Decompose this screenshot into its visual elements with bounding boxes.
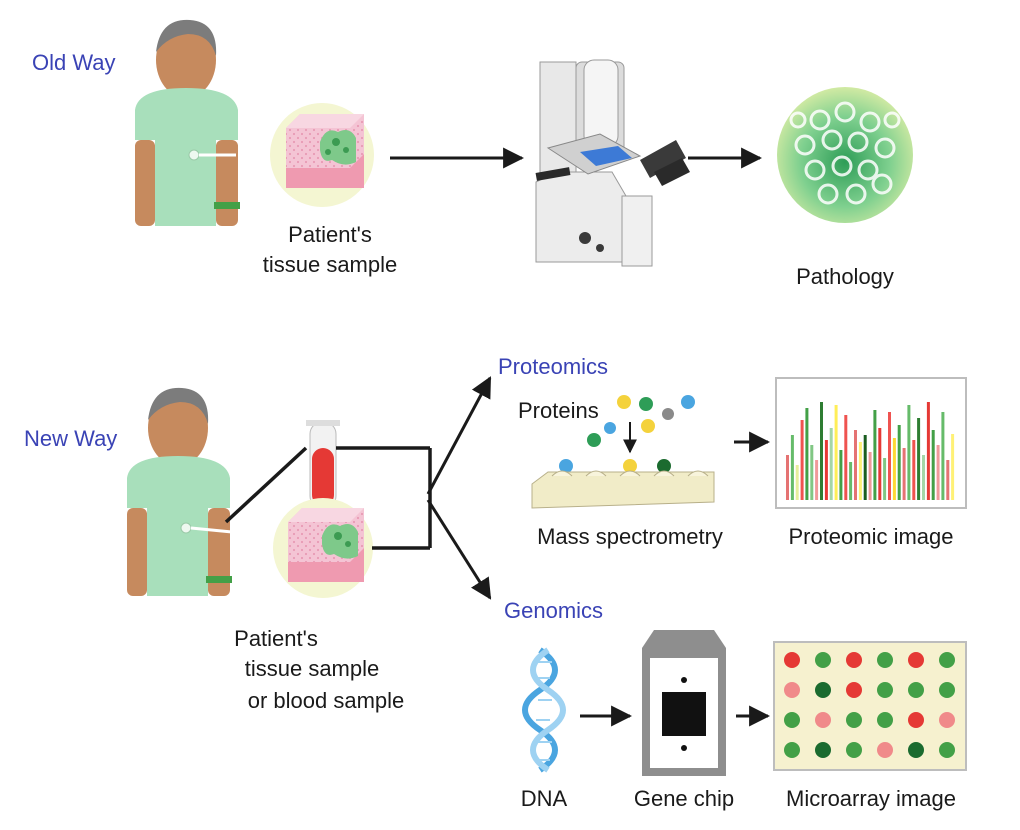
proteomic-bar: [863, 435, 867, 500]
old-sample-label-line2: tissue sample: [263, 252, 398, 277]
proteomic-bar: [936, 445, 940, 500]
microarray-spot: [877, 652, 893, 668]
blood-tube-icon: [306, 420, 340, 509]
proteomic-bar: [834, 405, 838, 500]
proteomic-bar: [824, 440, 828, 500]
proteomic-bar: [902, 448, 906, 500]
microarray-spot: [846, 712, 862, 728]
microarray-spot: [846, 682, 862, 698]
proteomic-bar: [839, 450, 843, 500]
pathology-image: [777, 87, 913, 223]
new-way-label: New Way: [24, 426, 117, 451]
microscope-icon: [535, 59, 690, 267]
proteomic-bar: [820, 402, 823, 500]
proteomic-bar: [907, 405, 911, 500]
microarray-spot: [939, 682, 955, 698]
protein-molecules: [559, 395, 695, 473]
tissue-sample-icon-old: [270, 103, 374, 207]
proteomic-bar: [829, 428, 833, 500]
proteomic-bar: [888, 412, 891, 500]
microarray-spot: [815, 742, 831, 758]
new-sample-label-line2: tissue sample: [245, 656, 380, 681]
proteomic-bar: [805, 408, 809, 500]
proteomic-bar: [951, 434, 955, 500]
proteomic-bar: [873, 410, 877, 500]
microarray-spot: [939, 652, 955, 668]
proteins-label: Proteins: [518, 398, 599, 423]
microarray-spot: [815, 682, 831, 698]
proteomic-bar: [931, 430, 935, 500]
microarray-spot: [908, 652, 924, 668]
new-sample-label-line3: or blood sample: [248, 688, 405, 713]
proteomic-bar: [897, 425, 901, 500]
microarray-spot: [815, 712, 831, 728]
proteomic-image-label: Proteomic image: [788, 524, 953, 549]
microarray-spot: [908, 712, 924, 728]
proteomic-bar: [810, 445, 814, 500]
proteomic-bar: [868, 452, 872, 500]
proteomic-bar: [892, 438, 896, 500]
patient-figure-new: [127, 387, 233, 596]
proteomic-bars: [786, 402, 955, 500]
microarray-spot: [784, 712, 800, 728]
microarray-spot: [846, 742, 862, 758]
microarray-image-label: Microarray image: [786, 786, 956, 811]
proteomic-bar: [922, 455, 925, 500]
proteomic-image: [775, 377, 967, 509]
microarray-spot: [784, 682, 800, 698]
mass-spectrometry-plate: [531, 470, 715, 509]
dna-helix-icon: [522, 647, 566, 773]
proteomics-title: Proteomics: [498, 354, 608, 379]
proteomic-bar: [912, 440, 916, 500]
microarray-spot: [815, 652, 831, 668]
proteomic-bar: [854, 430, 857, 500]
microarray-spot: [939, 742, 955, 758]
microarray-spot: [908, 682, 924, 698]
tissue-sample-icon-new: [273, 498, 373, 598]
microarray-spot: [877, 682, 893, 698]
microarray-spot: [877, 712, 893, 728]
new-sample-label-line1: Patient's: [234, 626, 318, 651]
microarray-spot: [846, 652, 862, 668]
proteomic-bar: [858, 442, 862, 500]
proteomic-bar: [941, 412, 945, 500]
microarray-spots: [784, 652, 955, 758]
old-sample-label-line1: Patient's: [288, 222, 372, 247]
microarray-image: [773, 641, 967, 771]
proteomic-bar: [917, 418, 921, 500]
microarray-spot: [877, 742, 893, 758]
patient-figure-old: [135, 19, 240, 226]
gene-chip-icon: [642, 630, 726, 776]
old-way-label: Old Way: [32, 50, 116, 75]
proteomic-bar: [849, 462, 853, 500]
proteomic-bar: [926, 402, 930, 500]
arrow-to-proteomics: [426, 376, 492, 495]
sample-connectors: [224, 446, 432, 550]
microarray-spot: [939, 712, 955, 728]
proteomic-bar: [815, 460, 819, 500]
gene-chip-label: Gene chip: [634, 786, 734, 811]
microarray-spot: [784, 652, 800, 668]
arrow-to-genomics: [426, 499, 492, 600]
proteomic-bar: [844, 415, 848, 500]
proteomic-bar: [800, 420, 804, 500]
proteomic-bar: [790, 435, 794, 500]
proteomic-bar: [946, 460, 950, 500]
microarray-spot: [908, 742, 924, 758]
proteomic-bar: [795, 465, 799, 500]
proteomic-bar: [883, 458, 887, 500]
pathology-label: Pathology: [796, 264, 894, 289]
proteomic-bar: [786, 455, 789, 500]
microarray-spot: [784, 742, 800, 758]
proteomic-bar: [878, 428, 882, 500]
mass-spectrometry-label: Mass spectrometry: [537, 524, 723, 549]
dna-label: DNA: [521, 786, 568, 811]
genomics-title: Genomics: [504, 598, 603, 623]
